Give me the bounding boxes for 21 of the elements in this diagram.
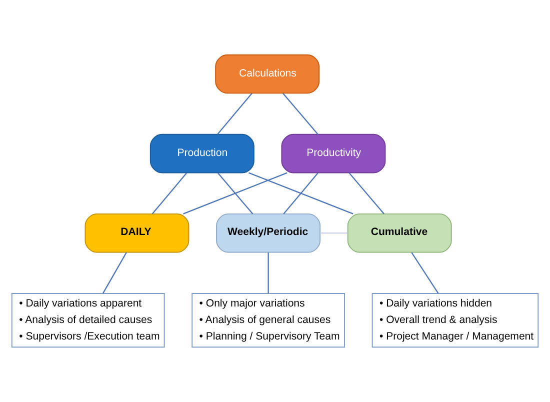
connector	[183, 172, 288, 214]
node-box: • Daily variations apparent • Analysis of detailed causes • Supervisors /Execution team	[11, 293, 165, 348]
node-box: Productivity	[281, 134, 386, 174]
node-box: Calculations	[215, 54, 320, 94]
connector	[411, 252, 439, 294]
connector	[348, 172, 384, 214]
connector	[283, 172, 318, 214]
node-box: DAILY	[84, 213, 190, 253]
node-box: Weekly/Periodic	[216, 213, 321, 253]
connector	[248, 172, 354, 214]
connector	[217, 93, 252, 135]
connector	[152, 172, 188, 214]
connector	[268, 252, 269, 294]
node-box: • Daily variations hidden • Overall trend & analysis • Project Manager / Management	[372, 293, 539, 348]
connector	[282, 93, 318, 135]
connector	[102, 252, 127, 294]
node-box: Production	[150, 134, 254, 174]
connector	[320, 232, 348, 234]
connector	[217, 172, 254, 214]
node-box: Cumulative	[347, 213, 452, 253]
node-box: • Only major variations • Analysis of general causes • Planning / Supervisory Team	[192, 293, 345, 348]
